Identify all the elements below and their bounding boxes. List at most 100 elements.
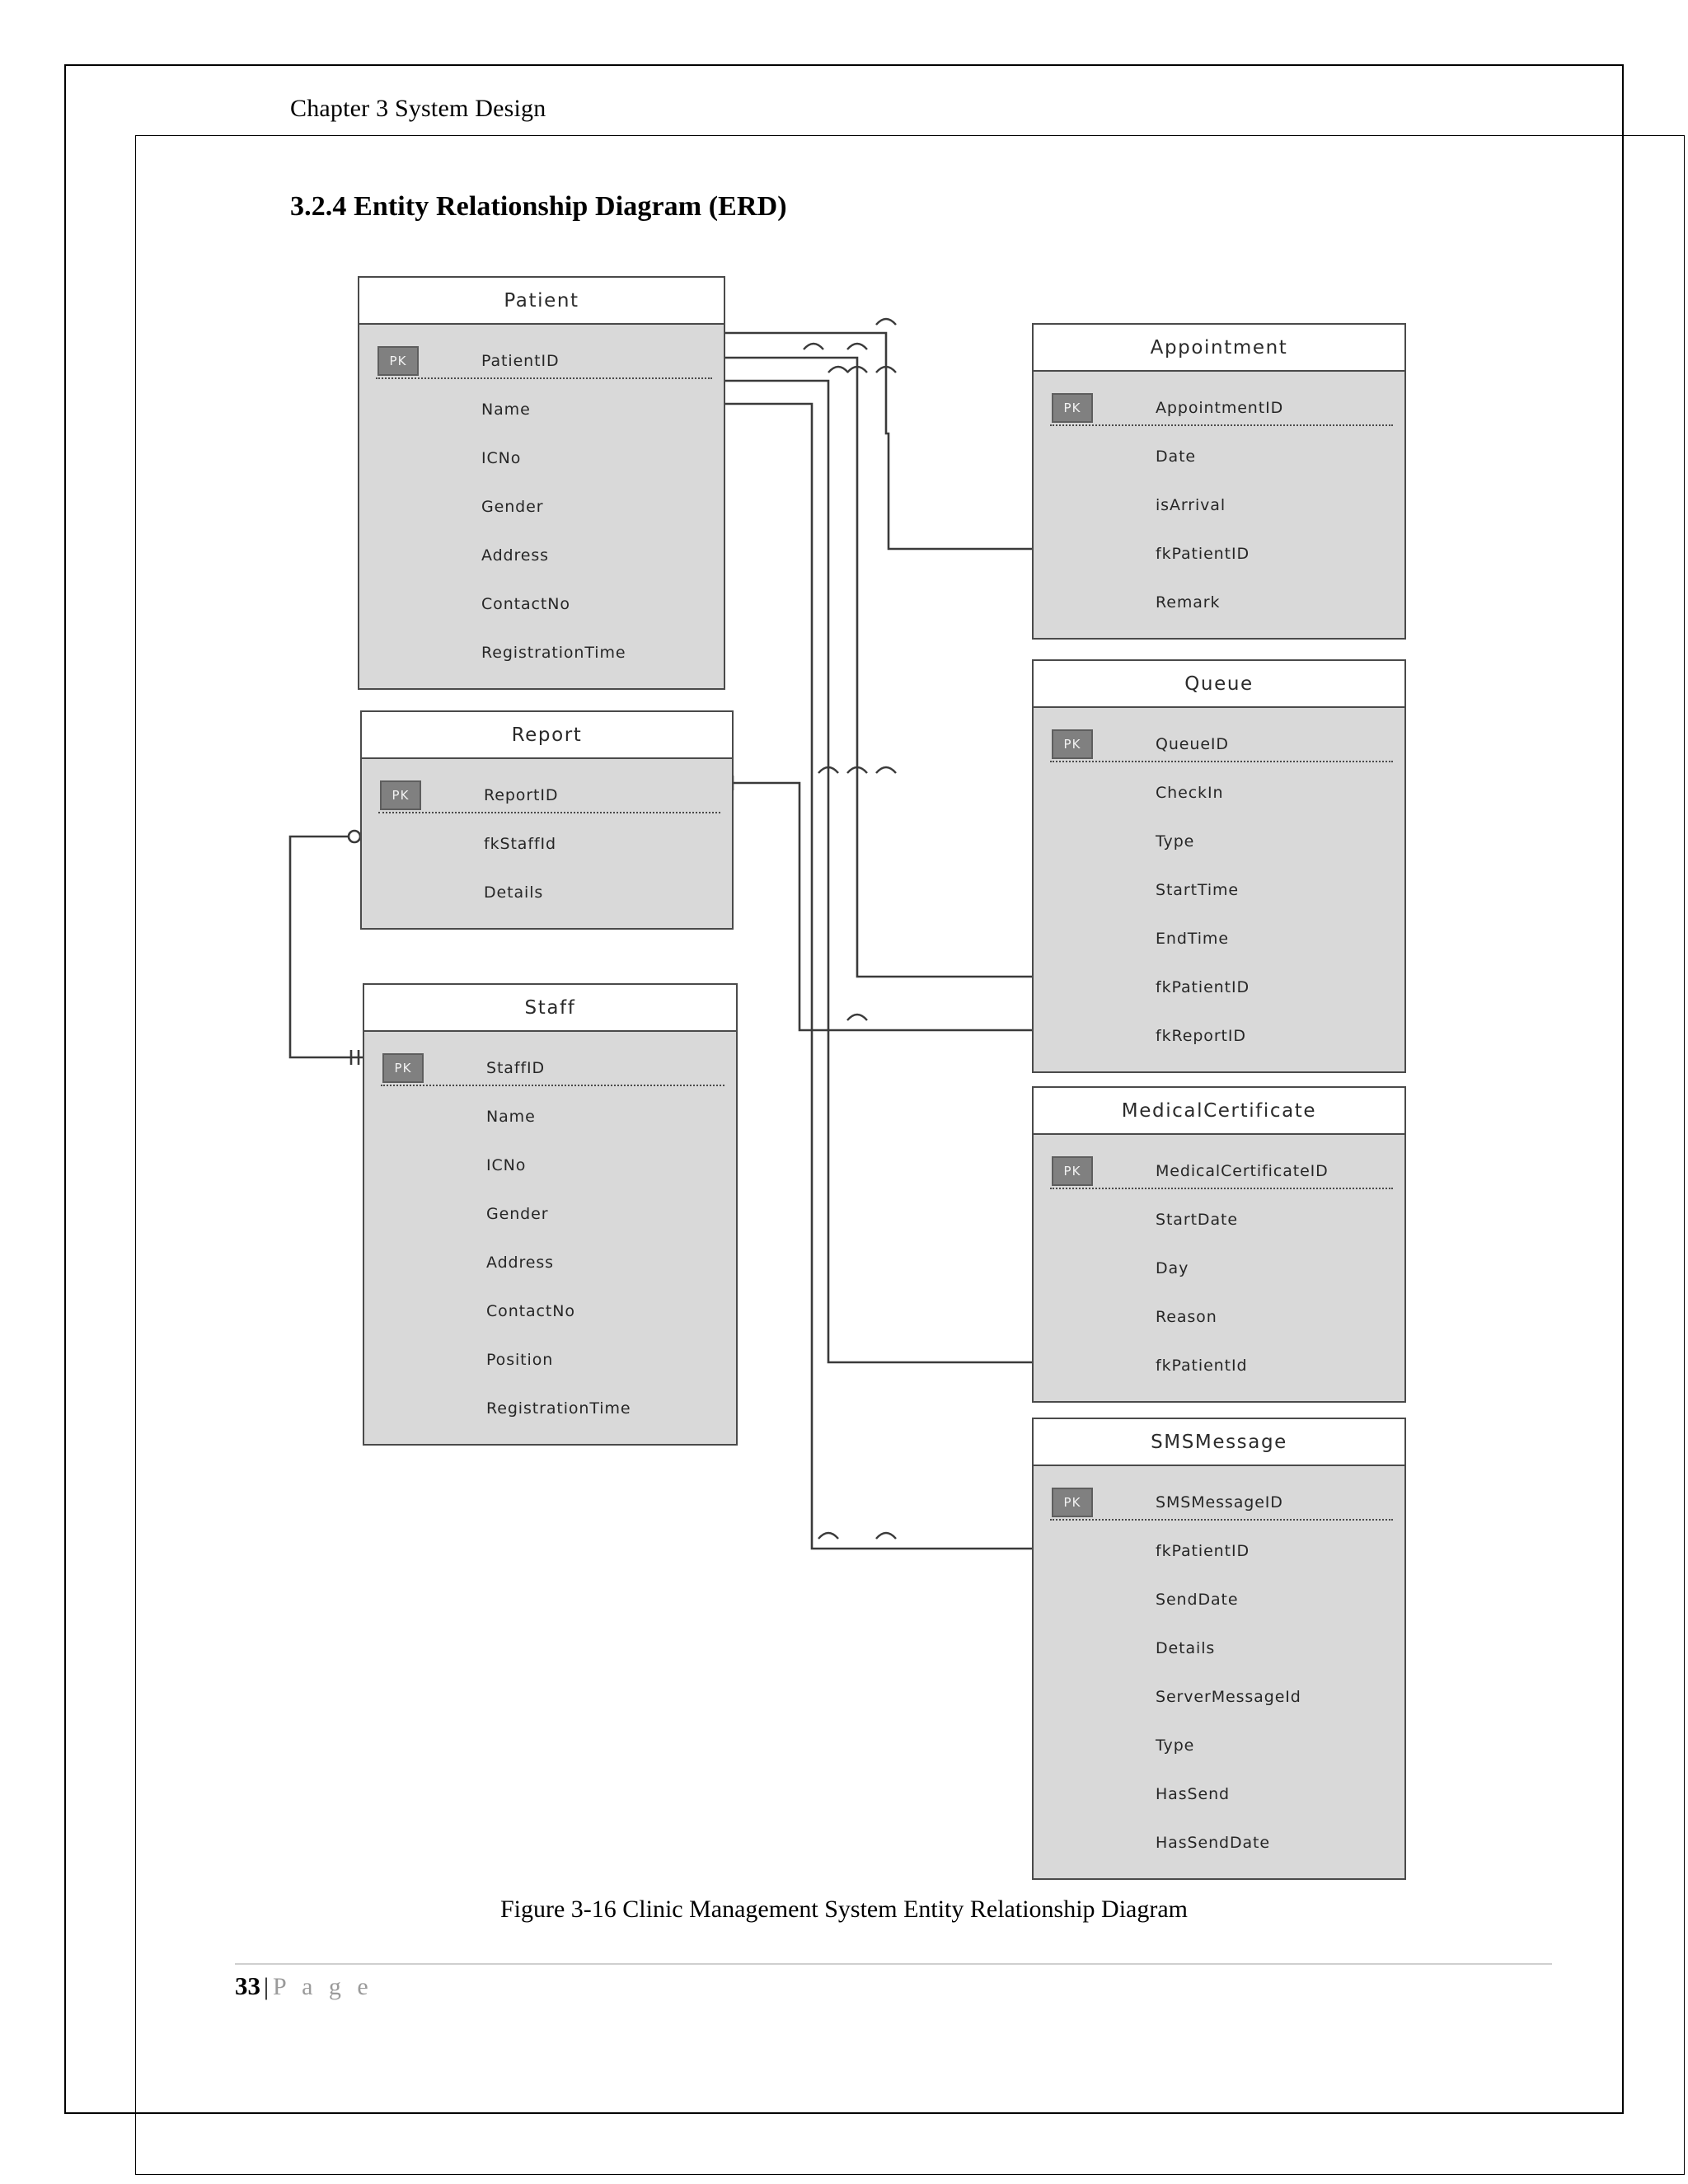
attribute-name-pk: MedicalCertificateID xyxy=(1156,1161,1329,1180)
attribute-row[interactable]: fkPatientID xyxy=(1034,1526,1404,1575)
entity-header-queue: Queue xyxy=(1034,661,1404,708)
attribute-row[interactable]: fkPatientID xyxy=(1034,529,1404,578)
attribute-name-pk: ReportID xyxy=(484,785,559,804)
attribute-row[interactable]: StartTime xyxy=(1034,865,1404,914)
attribute-row[interactable]: Details xyxy=(1034,1624,1404,1672)
attribute-row[interactable]: Position xyxy=(364,1335,736,1384)
attribute-name: CheckIn xyxy=(1156,783,1224,802)
attribute-name-pk: QueueID xyxy=(1156,734,1229,753)
primary-key-badge: PK xyxy=(377,345,419,376)
attribute-name: StartDate xyxy=(1156,1210,1238,1229)
attribute-row[interactable]: RegistrationTime xyxy=(359,628,724,677)
attribute-row[interactable]: Type xyxy=(1034,1721,1404,1769)
attribute-name: Gender xyxy=(486,1204,549,1223)
attribute-row[interactable]: fkPatientId xyxy=(1034,1341,1404,1390)
attribute-row[interactable]: fkStaffId xyxy=(362,819,732,868)
attribute-name: Details xyxy=(1156,1638,1216,1657)
attribute-row[interactable]: isArrival xyxy=(1034,480,1404,529)
attribute-name: EndTime xyxy=(1156,929,1229,948)
attribute-name: fkPatientId xyxy=(1156,1356,1248,1375)
entity-header-smsmessage: SMSMessage xyxy=(1034,1419,1404,1466)
attribute-name: Remark xyxy=(1156,593,1221,612)
attribute-name: Gender xyxy=(481,497,544,516)
attribute-row[interactable]: Date xyxy=(1034,432,1404,480)
attribute-row[interactable]: fkPatientID xyxy=(1034,963,1404,1011)
pk-divider xyxy=(1050,1519,1393,1521)
chapter-header: Chapter 3 System Design xyxy=(290,95,546,122)
attribute-row-pk-patient[interactable]: PK PatientID xyxy=(359,336,724,385)
primary-key-badge: PK xyxy=(382,1052,424,1083)
attribute-row[interactable]: RegistrationTime xyxy=(364,1384,736,1432)
cardinality-one-staff-id xyxy=(349,1050,360,1065)
footer-separator: | xyxy=(264,1973,270,2000)
attribute-name: StartTime xyxy=(1156,880,1240,899)
attribute-row[interactable]: HasSendDate xyxy=(1034,1818,1404,1867)
attribute-row[interactable]: Gender xyxy=(364,1189,736,1238)
attribute-row[interactable]: StartDate xyxy=(1034,1195,1404,1244)
footer-page-number: 33 xyxy=(235,1971,260,2000)
attribute-row[interactable]: Details xyxy=(362,868,732,916)
pk-divider xyxy=(378,812,720,813)
attribute-name: ContactNo xyxy=(481,594,570,613)
page-footer: 33|P a g e xyxy=(235,1971,373,2001)
footer-page-word: P a g e xyxy=(273,1973,373,2000)
attribute-name: Date xyxy=(1156,447,1197,466)
attribute-row[interactable]: EndTime xyxy=(1034,914,1404,963)
attribute-name: fkPatientID xyxy=(1156,1541,1250,1560)
attribute-name: fkReportID xyxy=(1156,1026,1246,1045)
attribute-row[interactable]: fkReportID xyxy=(1034,1011,1404,1060)
attribute-row[interactable]: Name xyxy=(359,385,724,434)
attribute-row[interactable]: Type xyxy=(1034,817,1404,865)
footer-divider xyxy=(235,1963,1552,1965)
attribute-row[interactable]: SendDate xyxy=(1034,1575,1404,1624)
attribute-row[interactable]: Reason xyxy=(1034,1292,1404,1341)
attribute-name: fkStaffId xyxy=(484,834,556,853)
attribute-name-pk: SMSMessageID xyxy=(1156,1493,1283,1511)
attribute-row[interactable]: CheckIn xyxy=(1034,768,1404,817)
attribute-row[interactable]: Day xyxy=(1034,1244,1404,1292)
attribute-name: Address xyxy=(486,1253,554,1272)
attribute-row[interactable]: ServerMessageId xyxy=(1034,1672,1404,1721)
attribute-row[interactable]: ICNo xyxy=(364,1141,736,1189)
entity-title-staff: Staff xyxy=(524,996,576,1019)
attribute-row[interactable]: ContactNo xyxy=(364,1286,736,1335)
attribute-row[interactable]: Name xyxy=(364,1092,736,1141)
attribute-name: fkPatientID xyxy=(1156,544,1250,563)
page-border-inner xyxy=(135,135,1685,2175)
pk-divider xyxy=(381,1085,724,1086)
attribute-row[interactable]: ContactNo xyxy=(359,579,724,628)
attribute-row[interactable]: Remark xyxy=(1034,578,1404,626)
attribute-row[interactable]: Address xyxy=(364,1238,736,1286)
attribute-name: Day xyxy=(1156,1258,1189,1277)
attribute-name: RegistrationTime xyxy=(486,1399,631,1418)
attribute-row[interactable]: Gender xyxy=(359,482,724,531)
attribute-name: SendDate xyxy=(1156,1590,1239,1609)
attribute-name-pk: PatientID xyxy=(481,351,560,370)
attribute-row[interactable]: HasSend xyxy=(1034,1769,1404,1818)
primary-key-badge: PK xyxy=(1052,392,1093,423)
entity-title-medicalcertificate: MedicalCertificate xyxy=(1121,1099,1317,1122)
entity-header-report: Report xyxy=(362,712,732,759)
attribute-name: fkPatientID xyxy=(1156,977,1250,996)
attribute-row[interactable]: Address xyxy=(359,531,724,579)
attribute-row[interactable]: ICNo xyxy=(359,434,724,482)
section-heading: 3.2.4 Entity Relationship Diagram (ERD) xyxy=(290,191,787,222)
